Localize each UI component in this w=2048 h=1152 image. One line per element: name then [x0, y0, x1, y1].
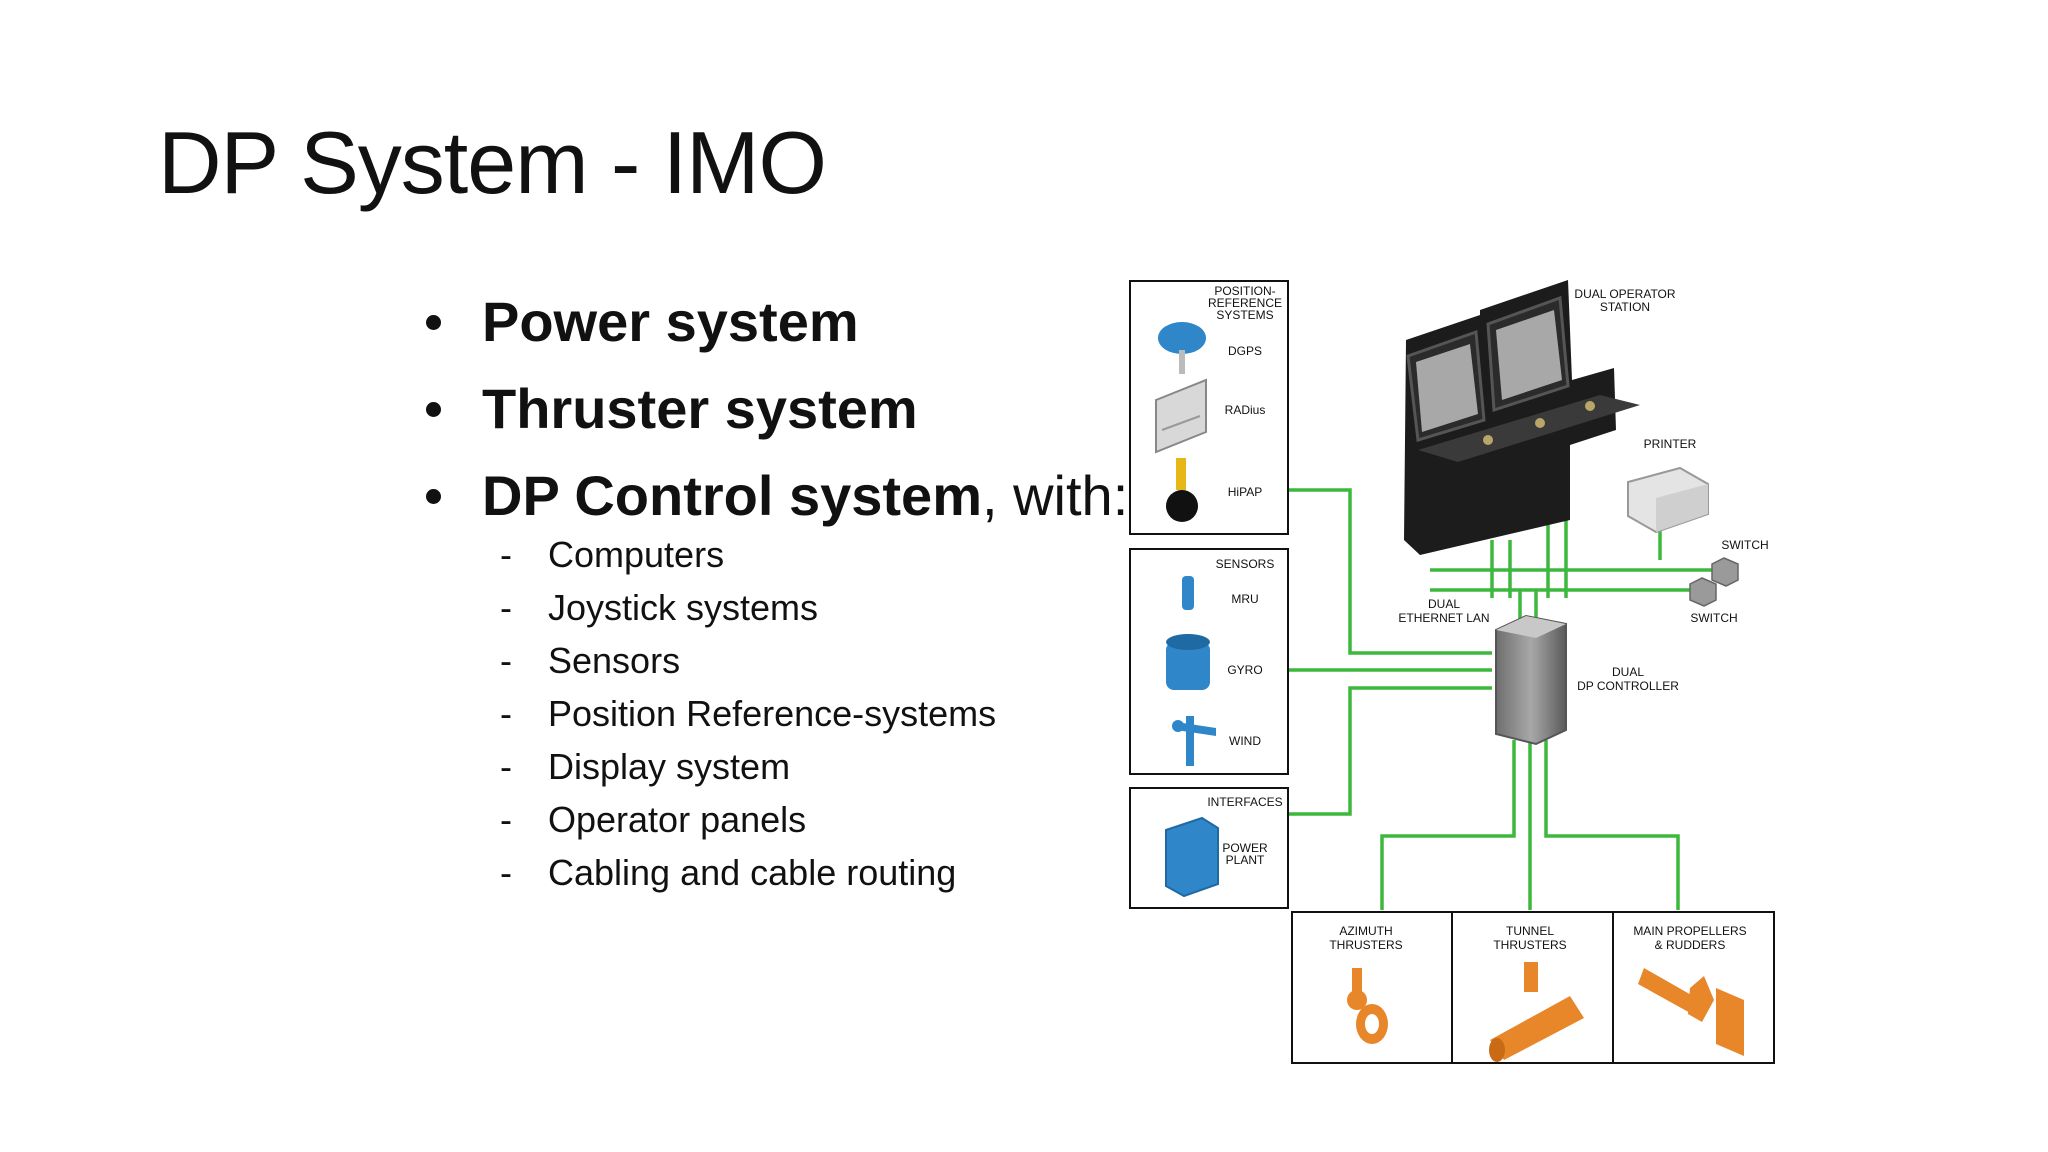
bullet-bold-text: DP Control system — [482, 464, 982, 527]
mru-label: MRU — [1231, 592, 1258, 606]
sub-item-operator-panels: Operator panels — [500, 793, 996, 846]
sub-item-display-system: Display system — [500, 740, 996, 793]
main-label-1: MAIN PROPELLERS — [1633, 924, 1746, 938]
hipap-icon — [1166, 458, 1198, 522]
switch-bottom-icon — [1689, 577, 1717, 607]
sub-bullet-list: Computers Joystick systems Sensors Posit… — [500, 528, 996, 899]
bullet-bold-text: Thruster system — [482, 377, 918, 440]
wind-label: WIND — [1229, 734, 1261, 748]
controller-label-2: DP CONTROLLER — [1577, 679, 1679, 693]
bullet-rest-text: , with: — [981, 464, 1129, 527]
sensors-title: SENSORS — [1216, 557, 1275, 571]
switch-bottom-label: SWITCH — [1690, 611, 1737, 625]
cable-hipap — [1288, 488, 1492, 655]
switch-top-icon — [1711, 557, 1739, 587]
interfaces-title: INTERFACES — [1207, 795, 1282, 809]
power-label-2: PLANT — [1226, 853, 1265, 867]
cable-azimuth — [1380, 740, 1516, 910]
tunnel-thruster-icon — [1489, 962, 1584, 1062]
radius-icon — [1155, 378, 1207, 454]
bullet-power-system: Power system — [420, 278, 1128, 365]
radius-label: RADius — [1225, 403, 1266, 417]
interfaces-panel: INTERFACES POWER PLANT — [1129, 787, 1289, 909]
cable-interfaces — [1288, 686, 1492, 816]
bullet-dp-control-system: DP Control system, with: — [420, 452, 1128, 539]
azimuth-label-2: THRUSTERS — [1329, 938, 1402, 952]
station-label-2: STATION — [1600, 300, 1650, 314]
sub-item-sensors: Sensors — [500, 634, 996, 687]
posref-title-1: POSITION- — [1214, 284, 1275, 298]
main-label-2: & RUDDERS — [1655, 938, 1726, 952]
gyro-icon — [1166, 634, 1210, 690]
dual-operator-station — [1404, 280, 1640, 555]
sub-item-cabling: Cabling and cable routing — [500, 846, 996, 899]
bullet-thruster-system: Thruster system — [420, 365, 1128, 452]
bullet-bold-text: Power system — [482, 290, 859, 353]
posref-title-2: REFERENCE — [1208, 296, 1282, 310]
slide-title: DP System - IMO — [158, 113, 827, 212]
power-label-1: POWER — [1222, 841, 1268, 855]
printer-icon — [1627, 466, 1709, 534]
lan-label-1: DUAL — [1428, 597, 1460, 611]
azimuth-thruster-icon — [1347, 968, 1388, 1044]
sub-item-position-reference: Position Reference-systems — [500, 687, 996, 740]
posref-title-3: SYSTEMS — [1216, 308, 1273, 322]
thrusters-panel: AZIMUTH THRUSTERS TUNNEL THRUSTERS MAIN … — [1291, 911, 1775, 1064]
hipap-label: HiPAP — [1228, 485, 1262, 499]
position-reference-panel: POSITION- REFERENCE SYSTEMS DGPS RADius … — [1129, 280, 1289, 535]
main-propeller-rudder-icon — [1638, 968, 1744, 1056]
dgps-icon — [1158, 322, 1206, 374]
sub-item-joystick-systems: Joystick systems — [500, 581, 996, 634]
lan-label-2: ETHERNET LAN — [1398, 611, 1489, 625]
gyro-label: GYRO — [1227, 663, 1262, 677]
sensors-panel: SENSORS MRU GYRO WIND — [1129, 548, 1289, 775]
cable-main — [1544, 740, 1680, 910]
switch-top-label: SWITCH — [1721, 538, 1768, 552]
tunnel-label-2: THRUSTERS — [1493, 938, 1566, 952]
mru-icon — [1182, 576, 1194, 610]
wind-icon — [1172, 716, 1216, 766]
tunnel-label-1: TUNNEL — [1506, 924, 1554, 938]
station-label-1: DUAL OPERATOR — [1574, 287, 1675, 301]
controller-label-1: DUAL — [1612, 665, 1644, 679]
printer-label: PRINTER — [1644, 437, 1697, 451]
dgps-label: DGPS — [1228, 344, 1262, 358]
cable-network — [1288, 488, 1715, 910]
azimuth-label-1: AZIMUTH — [1339, 924, 1392, 938]
power-plant-icon — [1165, 816, 1219, 898]
main-bullet-list: Power system Thruster system DP Control … — [420, 278, 1128, 539]
sub-item-computers: Computers — [500, 528, 996, 581]
dp-controller-cabinet — [1495, 614, 1567, 746]
